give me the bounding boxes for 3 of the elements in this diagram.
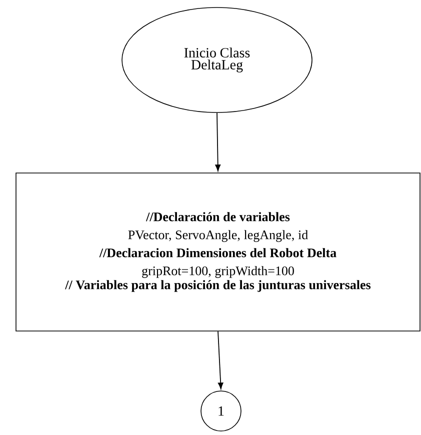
arrow [215, 112, 221, 172]
process-box: //Declaración de variables PVector, ServoAngle, legAngle, id //Declaracion Dimensiones del Robot Delta gripRot=100, gripWidth=100 // Variables para la posición de las junturas universales [16, 172, 420, 332]
arrow [218, 330, 224, 390]
